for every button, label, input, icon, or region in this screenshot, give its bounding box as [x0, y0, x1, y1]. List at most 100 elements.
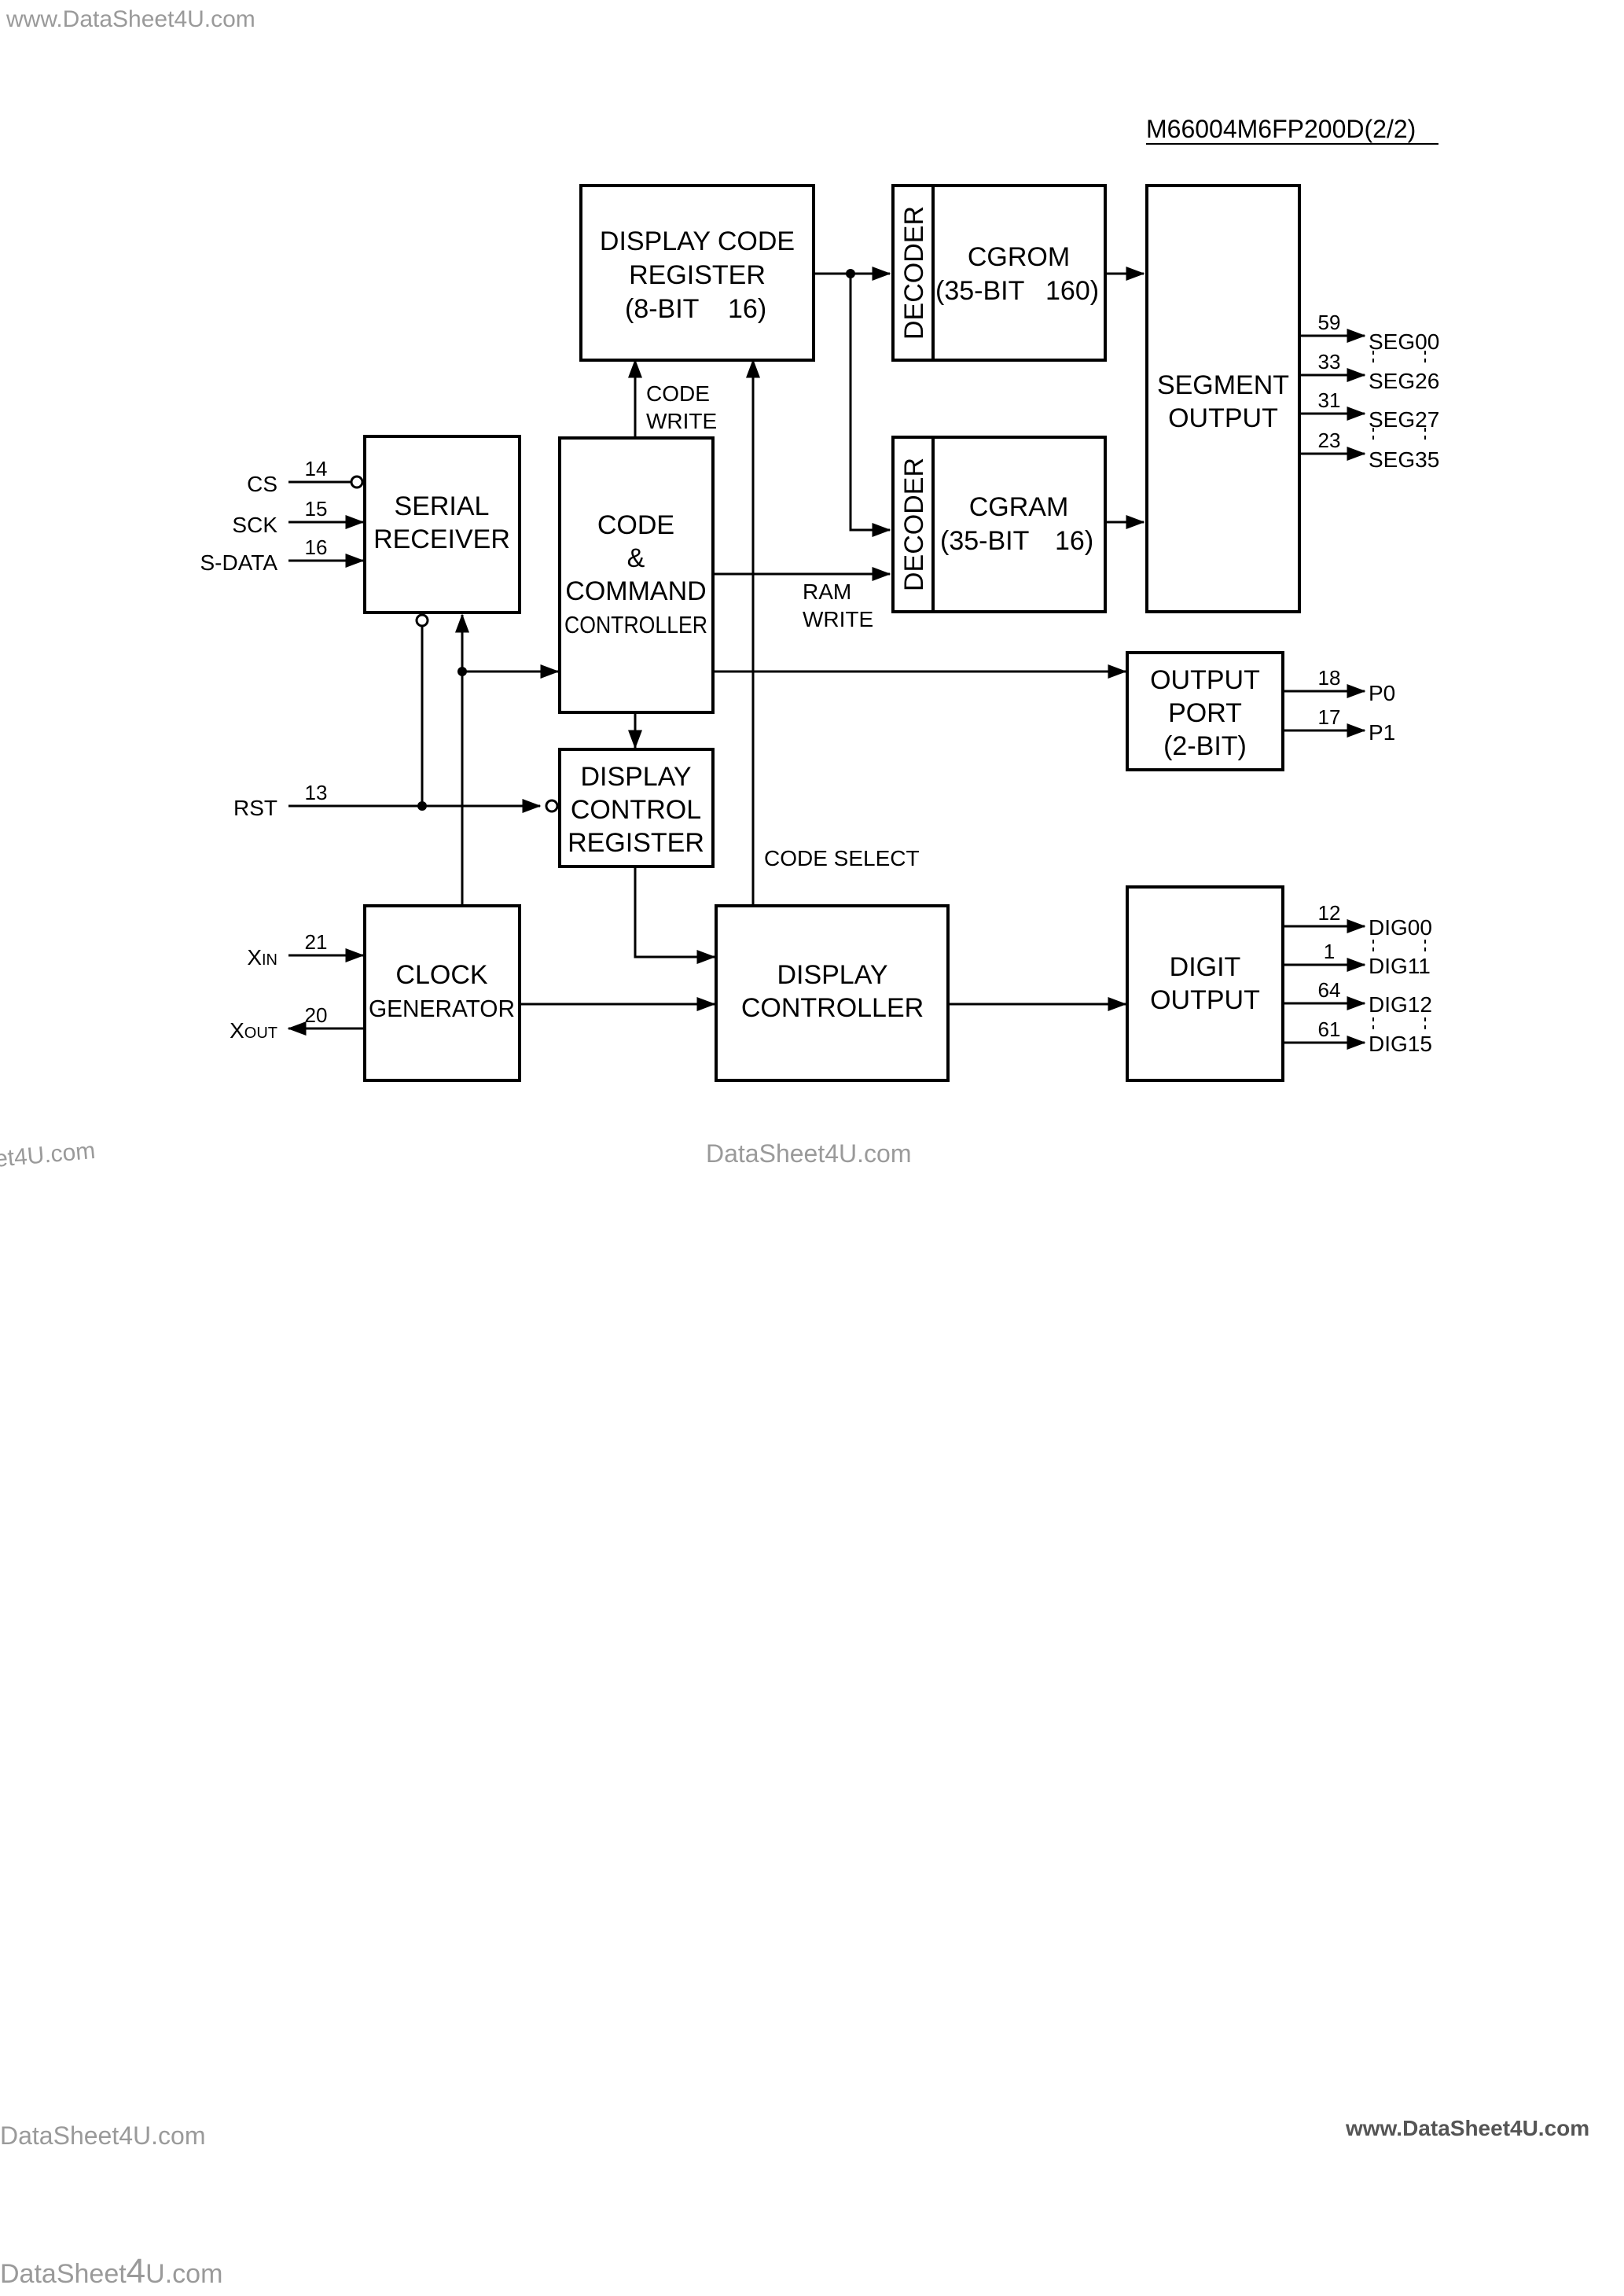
- pin-dig15-name: DIG15: [1369, 1032, 1432, 1056]
- pin-p0-name: P0: [1369, 681, 1395, 705]
- pin-cs-number: 14: [305, 457, 328, 480]
- pin-xin-number: 21: [305, 930, 328, 954]
- output-pins: 59 SEG00 33 SEG26 31 SEG27 23 SEG35 18 P…: [1318, 311, 1440, 1056]
- watermark-top-left: www.DataSheet4U.com: [6, 6, 255, 32]
- display-controller-line-2: CONTROLLER: [741, 993, 924, 1023]
- bubble-rst: [545, 799, 559, 813]
- pin-dig12-name: DIG12: [1369, 992, 1432, 1017]
- pin-dig11-name: DIG11: [1369, 954, 1431, 978]
- bubble-cs: [350, 475, 364, 489]
- output-port-block: OUTPUT PORT (2-BIT): [1126, 651, 1284, 771]
- pin-xout-name: XOUT: [230, 1018, 277, 1043]
- pin-dig12-number: 64: [1318, 978, 1341, 1002]
- pin-sdata-name: S-DATA: [200, 550, 277, 575]
- pin-seg27-number: 31: [1318, 388, 1341, 412]
- pin-dig00-number: 12: [1318, 901, 1341, 925]
- code-write-line-1: CODE: [646, 381, 710, 406]
- watermark-footer-a: DataSheet: [0, 2259, 127, 2289]
- code-write-line-2: WRITE: [646, 409, 717, 433]
- dcr-line-3: (8-BIT: [625, 294, 699, 324]
- pin-dig11-number: 1: [1324, 940, 1335, 963]
- pin-p1-number: 17: [1318, 705, 1341, 729]
- clock-generator-line-2: GENERATOR: [369, 995, 515, 1022]
- watermark-footer: DataSheet4U.com: [0, 2252, 222, 2290]
- dcreg-line-3: REGISTER: [568, 828, 704, 858]
- ccc-line-3: COMMAND: [565, 576, 706, 606]
- segment-output-line-2: OUTPUT: [1168, 403, 1278, 433]
- output-port-line-2: PORT: [1168, 698, 1242, 728]
- decoder-bottom-label: DECODER: [899, 458, 929, 591]
- wire-dcreg-to-dispctl: [634, 867, 716, 964]
- watermark-bottom-right: www.DataSheet4U.com: [1345, 2116, 1589, 2140]
- dcreg-line-1: DISPLAY: [580, 762, 691, 792]
- code-command-controller-block: CODE & COMMAND CONTROLLER: [558, 436, 715, 714]
- pin-rst-number: 13: [305, 781, 328, 804]
- segment-output-line-1: SEGMENT: [1157, 370, 1289, 400]
- pin-xout-number: 20: [305, 1003, 328, 1027]
- pin-xin-sub: IN: [262, 951, 277, 969]
- dcr-line-1: DISPLAY CODE: [600, 226, 795, 256]
- serial-receiver-line-2: RECEIVER: [373, 524, 510, 554]
- clock-generator-block: CLOCK GENERATOR: [363, 904, 521, 1082]
- pin-sdata-number: 16: [305, 535, 328, 559]
- watermark-mid-center: DataSheet4U.com: [706, 1139, 911, 1168]
- display-control-register-block: DISPLAY CONTROL REGISTER: [558, 748, 715, 868]
- cgram-line-3: 16): [1055, 526, 1093, 556]
- digit-output-line-1: DIGIT: [1170, 952, 1241, 982]
- segment-output-block: SEGMENT OUTPUT: [1145, 184, 1301, 613]
- display-controller-block: DISPLAY CONTROLLER: [715, 904, 950, 1082]
- cgrom-block: DECODER CGROM (35-BIT 160): [891, 184, 1107, 362]
- wires: [287, 267, 1426, 1050]
- pin-sck-number: 15: [305, 497, 328, 521]
- wire-dcr-to-cgram-decoder: [849, 274, 891, 537]
- pin-xin-name: XIN: [247, 945, 277, 970]
- pin-seg00-number: 59: [1318, 311, 1341, 334]
- pin-xout-base: X: [230, 1018, 244, 1043]
- input-pins: CS 14 SCK 15 S-DATA 16 RST 13 XIN 21 XOU…: [200, 457, 327, 1043]
- pin-seg26-name: SEG26: [1369, 369, 1439, 393]
- display-controller-line-1: DISPLAY: [777, 960, 887, 990]
- pin-seg35-number: 23: [1318, 429, 1341, 452]
- digit-output-line-2: OUTPUT: [1150, 985, 1260, 1015]
- pin-seg27-name: SEG27: [1369, 407, 1439, 432]
- output-port-line-3: (2-BIT): [1163, 731, 1247, 761]
- ccc-line-2: &: [627, 543, 645, 573]
- pin-seg26-number: 33: [1318, 350, 1341, 373]
- cgrom-line-1: CGROM: [968, 242, 1070, 272]
- pin-p0-number: 18: [1318, 666, 1341, 690]
- pin-dig15-number: 61: [1318, 1017, 1341, 1041]
- watermark-footer-b: 4: [127, 2252, 145, 2290]
- cgrom-line-3: 160): [1045, 276, 1099, 306]
- cgram-block: DECODER CGRAM (35-BIT 16): [891, 436, 1107, 613]
- pin-sck-name: SCK: [232, 513, 277, 537]
- display-code-register-block: DISPLAY CODE REGISTER (8-BIT 16): [579, 184, 815, 362]
- bubble-serial-reset: [415, 613, 429, 627]
- serial-receiver-block: SERIAL RECEIVER: [363, 435, 521, 614]
- pin-rst-name: RST: [233, 796, 277, 820]
- decoder-top-label: DECODER: [899, 206, 929, 340]
- ccc-line-4: CONTROLLER: [564, 611, 707, 638]
- pin-seg00-name: SEG00: [1369, 329, 1439, 354]
- dcr-line-2: REGISTER: [629, 260, 766, 290]
- pin-seg35-name: SEG35: [1369, 447, 1439, 472]
- watermark-footer-c: U.com: [145, 2259, 222, 2289]
- digit-output-block: DIGIT OUTPUT: [1126, 885, 1284, 1082]
- cgram-line-2: (35-BIT: [940, 526, 1029, 556]
- cgrom-line-2: (35-BIT: [935, 276, 1024, 306]
- ccc-line-1: CODE: [597, 510, 674, 540]
- pin-dig00-name: DIG00: [1369, 915, 1432, 940]
- ram-write-line-1: RAM: [803, 580, 851, 604]
- dcreg-line-2: CONTROL: [571, 795, 701, 825]
- watermark-mid-left: et4U.com: [0, 1138, 97, 1172]
- output-port-line-1: OUTPUT: [1150, 665, 1260, 695]
- code-select-label: CODE SELECT: [764, 846, 920, 870]
- pin-cs-name: CS: [247, 472, 277, 496]
- pin-xout-sub: OUT: [244, 1025, 277, 1042]
- ram-write-line-2: WRITE: [803, 607, 873, 631]
- dcr-line-4: 16): [728, 294, 766, 324]
- serial-receiver-line-1: SERIAL: [395, 491, 490, 521]
- clock-generator-line-1: CLOCK: [395, 960, 487, 990]
- cgram-line-1: CGRAM: [969, 492, 1069, 522]
- pin-p1-name: P1: [1369, 720, 1395, 745]
